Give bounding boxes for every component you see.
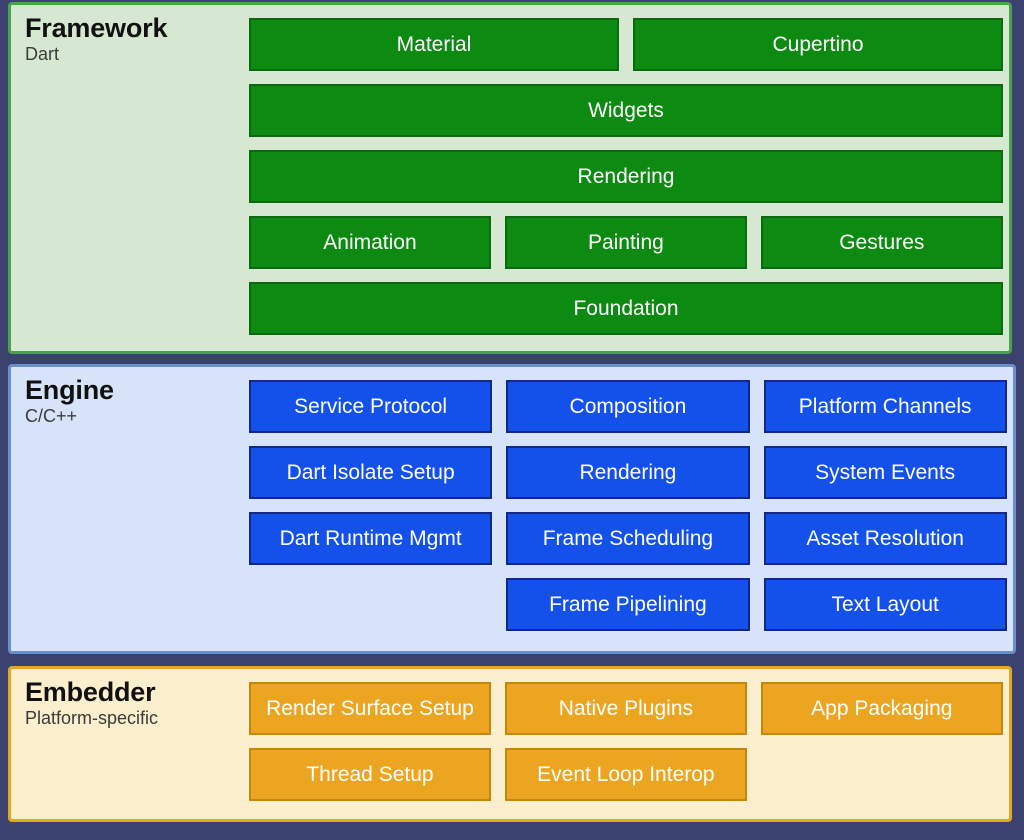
box-animation[interactable]: Animation: [249, 216, 491, 269]
layer-embedder-name: Embedder: [25, 677, 156, 707]
layer-engine-name: Engine: [25, 375, 114, 405]
box-foundation[interactable]: Foundation: [249, 282, 1003, 335]
box-painting[interactable]: Painting: [504, 216, 747, 269]
layer-embedder-body: Render Surface Setup Native Plugins App …: [249, 669, 1009, 801]
box-text-layout[interactable]: Text Layout: [763, 578, 1007, 631]
box-thread-setup[interactable]: Thread Setup: [249, 748, 491, 801]
framework-row-5: Foundation: [249, 282, 1003, 335]
box-service-protocol[interactable]: Service Protocol: [249, 380, 493, 433]
framework-row-1: Material Cupertino: [249, 18, 1003, 71]
layer-engine-title-block: Engine C/C++: [11, 367, 249, 428]
engine-row-2: Dart Isolate Setup Rendering System Even…: [249, 446, 1007, 499]
box-dart-isolate-setup[interactable]: Dart Isolate Setup: [249, 446, 493, 499]
box-dart-runtime-mgmt[interactable]: Dart Runtime Mgmt: [249, 512, 493, 565]
box-widgets[interactable]: Widgets: [249, 84, 1003, 137]
box-composition[interactable]: Composition: [506, 380, 750, 433]
layer-engine-sublabel: C/C++: [25, 406, 78, 427]
box-material[interactable]: Material: [249, 18, 619, 71]
engine-row-4: Frame Pipelining Text Layout: [249, 578, 1007, 631]
layer-framework-name: Framework: [25, 13, 168, 43]
box-platform-channels[interactable]: Platform Channels: [763, 380, 1007, 433]
embedder-row-2: Thread Setup Event Loop Interop: [249, 748, 1003, 801]
box-rendering-engine[interactable]: Rendering: [506, 446, 750, 499]
box-render-surface-setup[interactable]: Render Surface Setup: [249, 682, 491, 735]
layer-engine-body: Service Protocol Composition Platform Ch…: [249, 367, 1013, 631]
box-frame-pipelining[interactable]: Frame Pipelining: [506, 578, 750, 631]
layer-embedder: Embedder Platform-specific Render Surfac…: [8, 666, 1012, 822]
layer-framework-sublabel: Dart: [25, 44, 60, 65]
box-event-loop-interop[interactable]: Event Loop Interop: [504, 748, 747, 801]
box-native-plugins[interactable]: Native Plugins: [504, 682, 747, 735]
layer-embedder-title-block: Embedder Platform-specific: [11, 669, 249, 730]
framework-row-4: Animation Painting Gestures: [249, 216, 1003, 269]
layer-framework: Framework Dart Material Cupertino Widget…: [8, 2, 1012, 354]
embedder-row-2-spacer: [761, 748, 1003, 801]
engine-row-1: Service Protocol Composition Platform Ch…: [249, 380, 1007, 433]
framework-row-3: Rendering: [249, 150, 1003, 203]
box-app-packaging[interactable]: App Packaging: [760, 682, 1003, 735]
engine-row-3: Dart Runtime Mgmt Frame Scheduling Asset…: [249, 512, 1007, 565]
box-frame-scheduling[interactable]: Frame Scheduling: [506, 512, 750, 565]
engine-row-4-spacer: [249, 578, 492, 631]
embedder-row-1: Render Surface Setup Native Plugins App …: [249, 682, 1003, 735]
box-gestures[interactable]: Gestures: [760, 216, 1003, 269]
box-asset-resolution[interactable]: Asset Resolution: [763, 512, 1007, 565]
box-system-events[interactable]: System Events: [763, 446, 1007, 499]
layer-engine: Engine C/C++ Service Protocol Compositio…: [8, 364, 1016, 654]
layer-embedder-sublabel: Platform-specific: [25, 708, 159, 729]
framework-row-2: Widgets: [249, 84, 1003, 137]
box-cupertino[interactable]: Cupertino: [633, 18, 1003, 71]
layer-framework-body: Material Cupertino Widgets Rendering Ani…: [249, 5, 1009, 335]
layer-framework-title-block: Framework Dart: [11, 5, 249, 66]
box-rendering-framework[interactable]: Rendering: [249, 150, 1003, 203]
